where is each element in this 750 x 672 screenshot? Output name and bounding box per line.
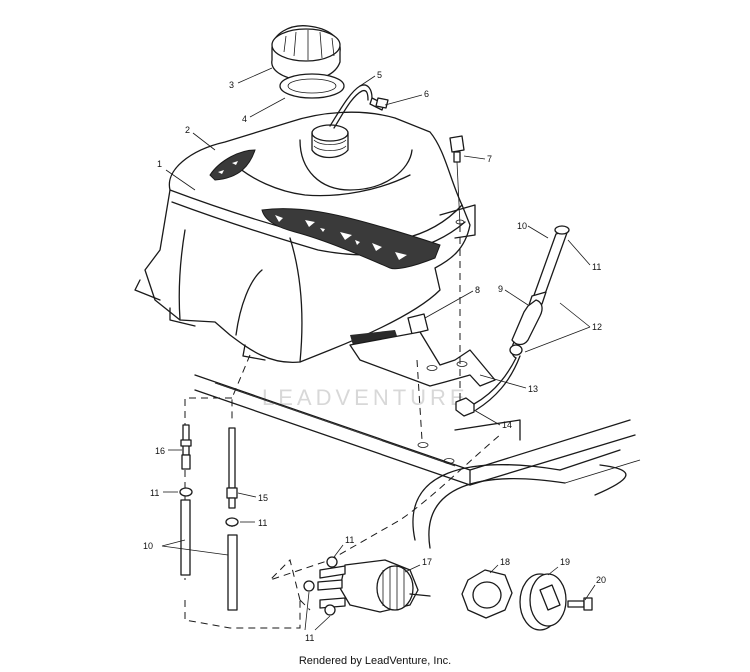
callout-12: 12	[592, 322, 602, 332]
callout-11: 11	[258, 518, 267, 528]
knob-screw	[567, 597, 593, 611]
callout-15: 15	[258, 493, 268, 503]
callout-1: 1	[157, 159, 162, 169]
fuel-valve	[303, 556, 431, 616]
callout-11: 11	[150, 488, 159, 498]
callout-16: 16	[155, 446, 165, 456]
callout-10: 10	[517, 221, 527, 231]
callout-10: 10	[143, 541, 153, 551]
nut	[455, 397, 475, 417]
valve-knob	[519, 573, 567, 631]
fitting-15	[226, 427, 238, 509]
callout-11: 11	[305, 633, 314, 643]
credit-footer: Rendered by LeadVenture, Inc.	[298, 655, 452, 667]
callout-9: 9	[498, 284, 503, 294]
valve-nut	[461, 569, 513, 619]
fuel-filter	[473, 299, 543, 411]
bolt-7	[449, 135, 465, 226]
callout-8: 8	[475, 285, 480, 295]
mounting-bracket	[349, 331, 496, 387]
callout-18: 18	[500, 557, 510, 567]
fuel-cap	[271, 25, 345, 99]
callout-19: 19	[560, 557, 570, 567]
callout-11: 11	[345, 535, 354, 545]
callout-17: 17	[422, 557, 432, 567]
callout-13: 13	[528, 384, 538, 394]
callout-14: 14	[502, 420, 512, 430]
callout-11: 11	[592, 262, 601, 272]
hose-clamps-left	[179, 487, 239, 527]
callout-20: 20	[596, 575, 606, 585]
callout-2: 2	[185, 125, 190, 135]
callout-4: 4	[242, 114, 247, 124]
callout-7: 7	[487, 154, 492, 164]
callout-5: 5	[377, 70, 382, 80]
watermark-text: LEADVENTURE	[262, 385, 469, 410]
callout-3: 3	[229, 80, 234, 90]
frame-rail	[194, 374, 641, 549]
callout-6: 6	[424, 89, 429, 99]
fuel-hoses-left	[180, 499, 238, 611]
callout-labels: 1 2 3 4 5 6 7 8 9 10 11 12 13 14 16 11 1…	[143, 70, 606, 643]
fitting-16	[180, 424, 192, 470]
leader-lines	[161, 67, 596, 631]
